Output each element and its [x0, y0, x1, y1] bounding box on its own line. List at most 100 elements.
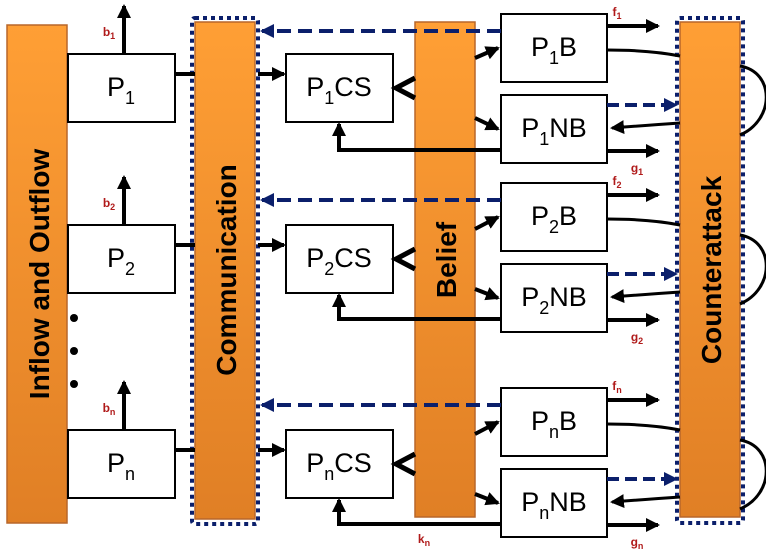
population-label-n-subscript: n	[125, 464, 135, 484]
counterattack-label: Counterattack	[696, 175, 727, 364]
g-label-2-base: g	[631, 330, 638, 344]
outflow-label-1-subscript: 1	[110, 31, 115, 41]
f-label-2-base: f	[612, 174, 617, 188]
f-label-1: f1	[612, 5, 621, 21]
belief-to-b-arrow-1	[474, 46, 500, 60]
nb-label-1-suffix: NB	[549, 113, 587, 143]
belief-to-nb-arrow-1	[474, 116, 500, 131]
nb-label-n-base: P	[521, 487, 539, 517]
population-box-2	[67, 224, 176, 294]
belief-to-cs-arrow-n	[390, 451, 417, 477]
cs-label-1-base: P	[306, 72, 324, 102]
g-label-2-subscript: 2	[638, 336, 643, 346]
b-label-1-subscript: 1	[549, 48, 559, 68]
population-label-n-base: P	[107, 448, 125, 478]
nb-box-1	[500, 94, 608, 164]
g-label-1-base: g	[631, 161, 638, 175]
nb-label-1: P1NB	[521, 113, 587, 149]
nb-label-n-suffix: NB	[549, 487, 587, 517]
b-label-2: P2B	[531, 201, 577, 237]
counterattack-to-nb-1	[610, 120, 681, 135]
b-label-2-base: P	[531, 201, 549, 231]
nb-to-cs-return-2	[332, 293, 501, 321]
b-to-counterattack-1	[606, 48, 681, 58]
f-label-1-subscript: 1	[616, 11, 621, 21]
g-label-n-subscript: n	[638, 541, 644, 551]
groups-layer: P1b1P1CSP1BP1NBf1g1P2b2P2CSP2BP2NBf2g2Pn…	[67, 4, 766, 551]
cs-label-2-subscript: 2	[324, 259, 334, 279]
g-label-n: gn	[631, 535, 644, 551]
counterattack-to-nb-2	[610, 289, 681, 304]
nb-label-2-subscript: 2	[539, 298, 549, 318]
population-label-2-subscript: 2	[125, 259, 135, 279]
belief-to-cs-arrow-1	[390, 75, 417, 101]
cs-label-n-subscript: n	[324, 464, 334, 484]
nb-label-1-subscript: 1	[539, 129, 549, 149]
f-label-2-subscript: 2	[616, 180, 621, 190]
cs-label-1-suffix: CS	[334, 72, 372, 102]
outflow-label-2-subscript: 2	[110, 202, 115, 212]
belief-to-b-arrow-n	[474, 420, 500, 436]
b-label-1-suffix: B	[559, 32, 577, 62]
population-label-1-subscript: 1	[125, 88, 135, 108]
nb-label-n: PnNB	[521, 487, 587, 523]
inflow-outflow-bar: Inflow and Outflow	[6, 24, 68, 524]
inflow-outflow-label: Inflow and Outflow	[24, 149, 55, 400]
cs-box-2	[285, 224, 394, 294]
cs-label-n-suffix: CS	[334, 448, 372, 478]
belief-label: Belief	[431, 221, 462, 298]
nb-box-2	[500, 263, 608, 333]
communication-bar: Communication	[190, 16, 260, 526]
cs-label-2-base: P	[306, 243, 324, 273]
b-label-2-subscript: 2	[549, 217, 559, 237]
g-label-n-base: g	[631, 535, 638, 549]
cs-label-1: P1CS	[306, 72, 372, 108]
b-box-2	[500, 182, 608, 252]
b-to-counterattack-2	[606, 217, 681, 227]
nb-label-2-suffix: NB	[549, 282, 587, 312]
nb-label-1-base: P	[521, 113, 539, 143]
g-label-1: g1	[631, 161, 643, 177]
nb-label-2: P2NB	[521, 282, 587, 318]
b-box-1	[500, 13, 608, 83]
nb-to-cs-return-n	[332, 498, 501, 526]
population-label-n: Pn	[107, 448, 135, 484]
belief-to-nb-arrow-2	[474, 287, 500, 301]
outflow-label-n: bn	[103, 401, 116, 417]
cs-box-1	[285, 53, 394, 123]
belief-to-b-arrow-2	[474, 215, 500, 231]
b-to-counterattack-n	[606, 422, 681, 432]
outflow-label-n-subscript: n	[110, 407, 116, 417]
b-label-n-subscript: n	[549, 422, 559, 442]
k-label: kn	[418, 532, 430, 548]
cs-label-n-base: P	[306, 448, 324, 478]
b-label-n: PnB	[531, 406, 577, 442]
population-label-2-base: P	[107, 243, 125, 273]
outflow-label-1-base: b	[103, 25, 110, 39]
b-label-1-base: P	[531, 32, 549, 62]
b-box-n	[500, 387, 608, 457]
k-label-subscript: n	[425, 538, 431, 548]
g-label-2: g2	[631, 330, 643, 346]
counterattack-loop-2	[739, 233, 766, 306]
communication-label: Communication	[211, 164, 242, 376]
counterattack-loop-1	[739, 64, 766, 137]
outflow-label-n-base: b	[103, 401, 110, 415]
f-label-n-base: f	[612, 379, 617, 393]
belief-bar: Belief	[414, 21, 476, 518]
f-label-2: f2	[612, 174, 621, 190]
population-label-2: P2	[107, 243, 135, 279]
counterattack-bar: Counterattack	[675, 16, 745, 525]
f-label-n-subscript: n	[616, 385, 622, 395]
b-label-n-base: P	[531, 406, 549, 436]
cs-label-n: PnCS	[306, 448, 372, 484]
counterattack-to-nb-n	[610, 494, 681, 509]
cs-label-2-suffix: CS	[334, 243, 372, 273]
g-label-1-subscript: 1	[638, 167, 643, 177]
counterattack-loop-n	[739, 438, 766, 511]
f-label-n: fn	[612, 379, 622, 395]
nb-to-cs-return-1	[332, 122, 501, 152]
